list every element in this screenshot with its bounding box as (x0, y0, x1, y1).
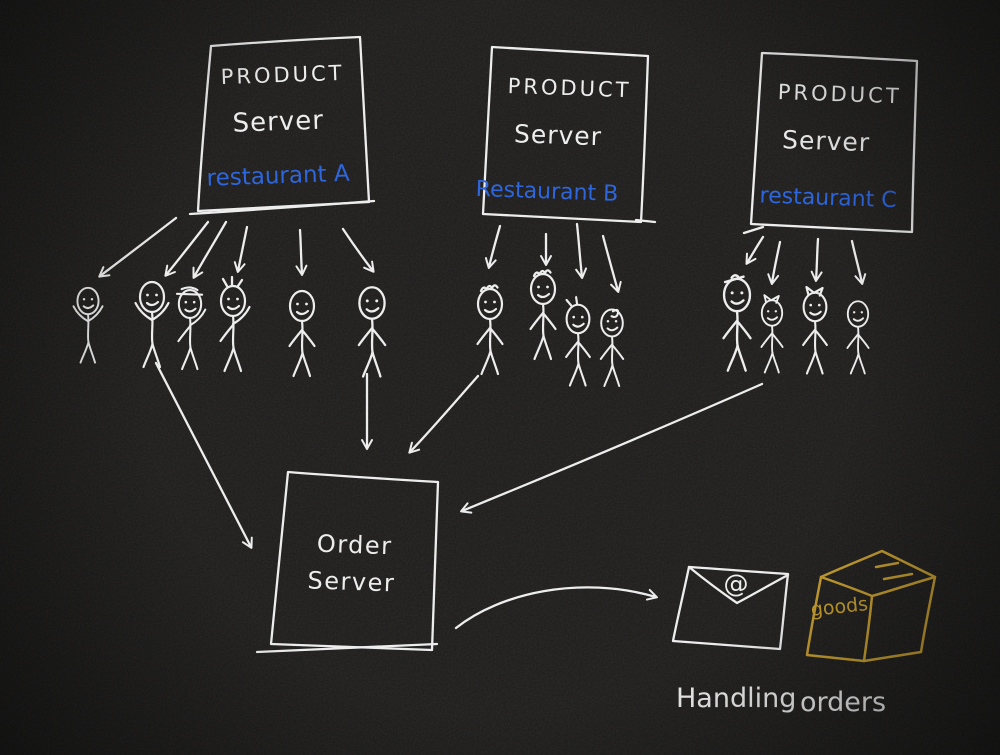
caption-orders: orders (800, 687, 886, 718)
product-label: PRODUCT (220, 61, 345, 89)
product-label: PRODUCT (777, 80, 902, 108)
server-label: Server (307, 566, 396, 597)
order-label: Order (316, 530, 393, 561)
caption: Handling orders (676, 683, 886, 718)
restaurant-b-label: Restaurant B (475, 177, 618, 207)
server-label: Server (514, 119, 603, 151)
restaurant-c-label: restaurant C (759, 183, 897, 213)
product-label: PRODUCT (507, 74, 632, 102)
restaurant-a-label: restaurant A (206, 161, 350, 192)
at-symbol: @ (724, 569, 749, 598)
server-label: Server (782, 125, 871, 157)
server-label: Server (232, 106, 324, 139)
caption-handling: Handling (676, 683, 796, 714)
